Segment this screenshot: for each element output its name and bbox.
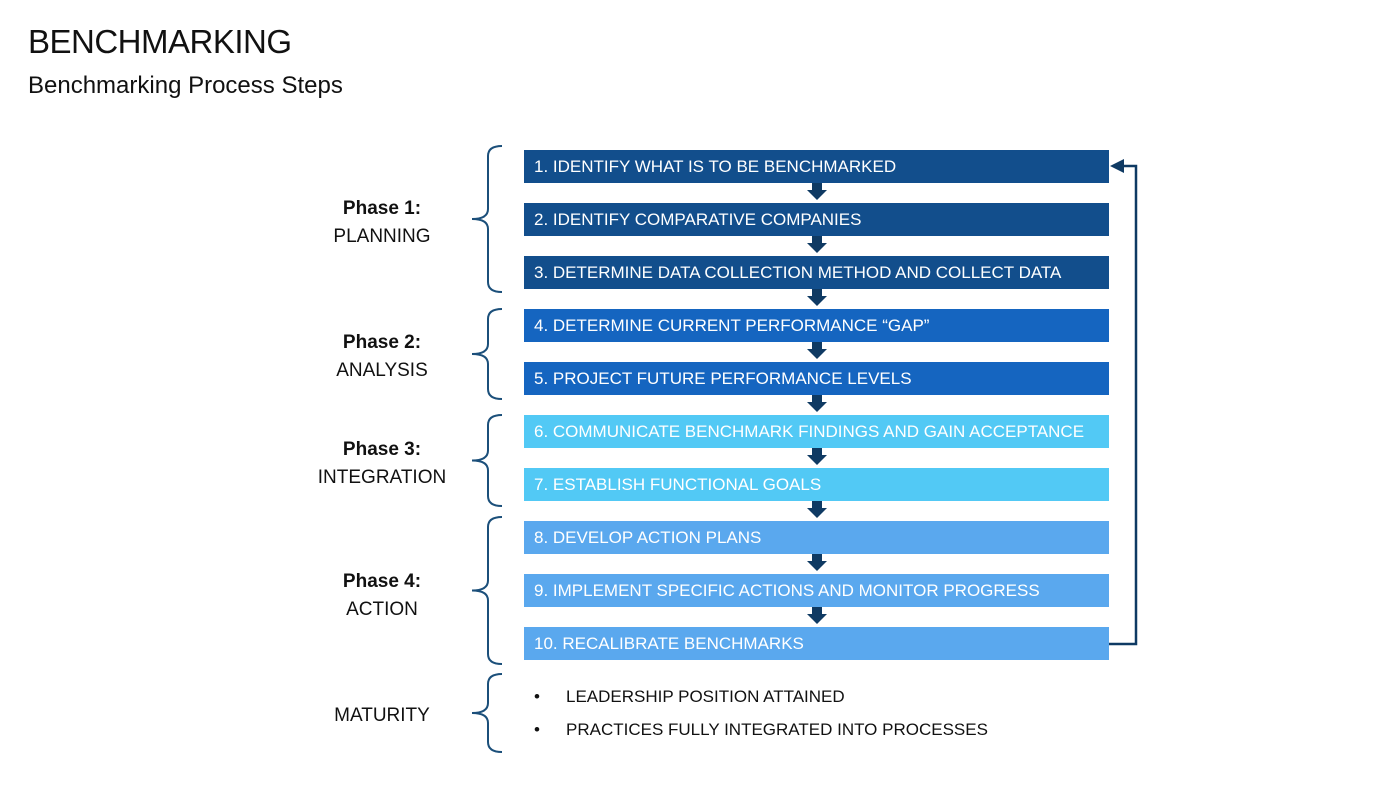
bullet-icon: • bbox=[534, 720, 540, 739]
step-7: 7. ESTABLISH FUNCTIONAL GOALS bbox=[524, 468, 1109, 501]
down-arrow-icon bbox=[807, 554, 827, 571]
page-title: BENCHMARKING bbox=[28, 23, 292, 60]
phase-2-number: Phase 2: bbox=[342, 332, 422, 353]
phase-1-label: Phase 1: PLANNING bbox=[302, 195, 462, 251]
phase-3-label: Phase 3: INTEGRATION bbox=[302, 436, 462, 492]
phase-4-label: Phase 4: ACTION bbox=[302, 568, 462, 624]
step-10: 10. RECALIBRATE BENCHMARKS bbox=[524, 627, 1109, 660]
step-8: 8. DEVELOP ACTION PLANS bbox=[524, 521, 1109, 554]
step-6: 6. COMMUNICATE BENCHMARK FINDINGS AND GA… bbox=[524, 415, 1109, 448]
page-subtitle: Benchmarking Process Steps bbox=[28, 72, 343, 99]
down-arrow-icon bbox=[807, 342, 827, 359]
step-9: 9. IMPLEMENT SPECIFIC ACTIONS AND MONITO… bbox=[524, 574, 1109, 607]
brace-phase-3 bbox=[471, 414, 503, 507]
list-item: • PRACTICES FULLY INTEGRATED INTO PROCESS… bbox=[528, 716, 988, 749]
bullet-icon: • bbox=[534, 687, 540, 706]
phase-3-number: Phase 3: bbox=[342, 439, 422, 460]
phase-2-name: ANALYSIS bbox=[336, 360, 428, 381]
loop-back-line bbox=[1109, 164, 1138, 646]
maturity-label: MATURITY bbox=[302, 702, 462, 730]
maturity-name: MATURITY bbox=[334, 705, 430, 726]
step-5: 5. PROJECT FUTURE PERFORMANCE LEVELS bbox=[524, 362, 1109, 395]
brace-phase-4 bbox=[471, 516, 503, 665]
step-1: 1. IDENTIFY WHAT IS TO BE BENCHMARKED bbox=[524, 150, 1109, 183]
down-arrow-icon bbox=[807, 289, 827, 306]
brace-phase-1 bbox=[471, 145, 503, 293]
down-arrow-icon bbox=[807, 236, 827, 253]
phase-4-number: Phase 4: bbox=[342, 571, 422, 592]
maturity-list: • LEADERSHIP POSITION ATTAINED • PRACTICES… bbox=[528, 683, 988, 749]
maturity-item-2: PRACTICES FULLY INTEGRATED INTO PROCESSE… bbox=[566, 720, 988, 739]
list-item: • LEADERSHIP POSITION ATTAINED bbox=[528, 683, 988, 716]
step-2: 2. IDENTIFY COMPARATIVE COMPANIES bbox=[524, 203, 1109, 236]
phase-4-name: ACTION bbox=[346, 599, 418, 620]
phase-1-number: Phase 1: bbox=[342, 198, 422, 219]
phase-2-label: Phase 2: ANALYSIS bbox=[302, 329, 462, 385]
phase-3-name: INTEGRATION bbox=[317, 467, 447, 488]
step-4: 4. DETERMINE CURRENT PERFORMANCE “GAP” bbox=[524, 309, 1109, 342]
down-arrow-icon bbox=[807, 448, 827, 465]
down-arrow-icon bbox=[807, 607, 827, 624]
brace-maturity bbox=[471, 673, 503, 753]
down-arrow-icon bbox=[807, 183, 827, 200]
step-3: 3. DETERMINE DATA COLLECTION METHOD AND … bbox=[524, 256, 1109, 289]
loop-back-arrow-icon bbox=[1110, 159, 1124, 173]
down-arrow-icon bbox=[807, 395, 827, 412]
phase-1-name: PLANNING bbox=[333, 226, 431, 247]
brace-phase-2 bbox=[471, 308, 503, 400]
down-arrow-icon bbox=[807, 501, 827, 518]
maturity-item-1: LEADERSHIP POSITION ATTAINED bbox=[566, 687, 845, 706]
